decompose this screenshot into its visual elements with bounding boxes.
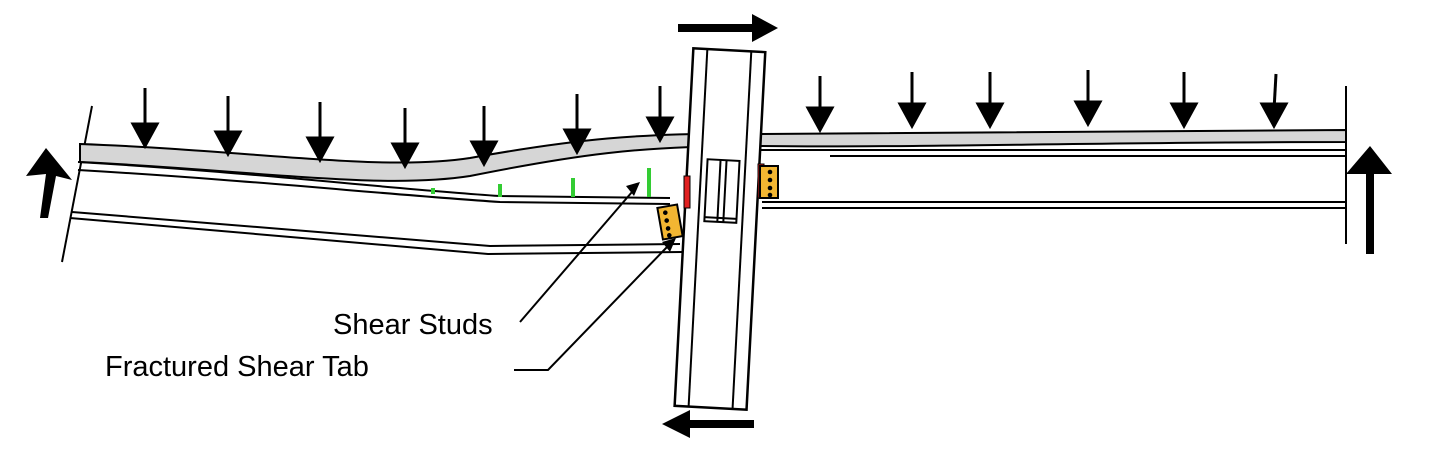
fractured-shear-tab-leader-head <box>662 238 676 252</box>
bolt <box>667 233 672 238</box>
column-web-line-1 <box>716 159 722 222</box>
load-arrow <box>390 108 420 170</box>
column-bottom-force-arrow <box>662 410 754 438</box>
fractured-shear-tab <box>656 203 684 241</box>
bolt <box>767 185 773 191</box>
column-flange-left <box>687 49 709 407</box>
column-web-line-2 <box>722 160 728 223</box>
column-flange-right <box>731 51 753 409</box>
shear-studs-leader <box>519 191 633 323</box>
fractured-shear-tab-label: Fractured Shear Tab <box>105 351 369 383</box>
bolt <box>767 192 773 198</box>
load-arrow <box>305 102 335 164</box>
right-reaction-arrow <box>1346 146 1392 254</box>
load-arrow <box>213 96 243 158</box>
bolt <box>665 226 671 231</box>
red-plate-left <box>683 175 691 209</box>
left-beam-top-flange-2 <box>77 169 671 205</box>
left-reaction-arrow <box>26 148 72 218</box>
column-web-box <box>703 158 741 224</box>
column-outer <box>673 47 767 411</box>
concrete-slab <box>79 128 1347 182</box>
load-arrow <box>897 72 927 130</box>
column <box>673 47 767 411</box>
left-beam-bottom-flange <box>71 211 681 248</box>
load-arrow <box>1169 72 1199 130</box>
left-beam-bottom-flange-2 <box>69 217 683 256</box>
load-arrow <box>975 72 1005 130</box>
left-beam-top-flange <box>77 161 671 199</box>
column-top-force-arrow <box>678 14 778 42</box>
load-arrow <box>130 88 160 150</box>
bolt <box>767 177 773 183</box>
distributed-load <box>130 70 1289 170</box>
bolt <box>663 210 668 215</box>
left-support-line <box>61 105 93 263</box>
load-arrow <box>645 86 675 144</box>
load-arrow <box>1073 70 1103 128</box>
load-arrow <box>469 106 499 168</box>
fractured-shear-tab-leader <box>514 245 669 371</box>
load-arrow <box>562 94 592 156</box>
shear-studs <box>431 168 651 197</box>
load-arrow <box>805 76 835 134</box>
bolt <box>664 218 669 223</box>
load-arrow <box>1259 73 1289 130</box>
column-web-bottom <box>704 216 737 220</box>
bolt <box>767 169 773 175</box>
shear-studs-leader-head <box>626 182 640 196</box>
shear-tab-right <box>759 165 779 199</box>
shear-studs-label: Shear Studs <box>333 309 493 341</box>
